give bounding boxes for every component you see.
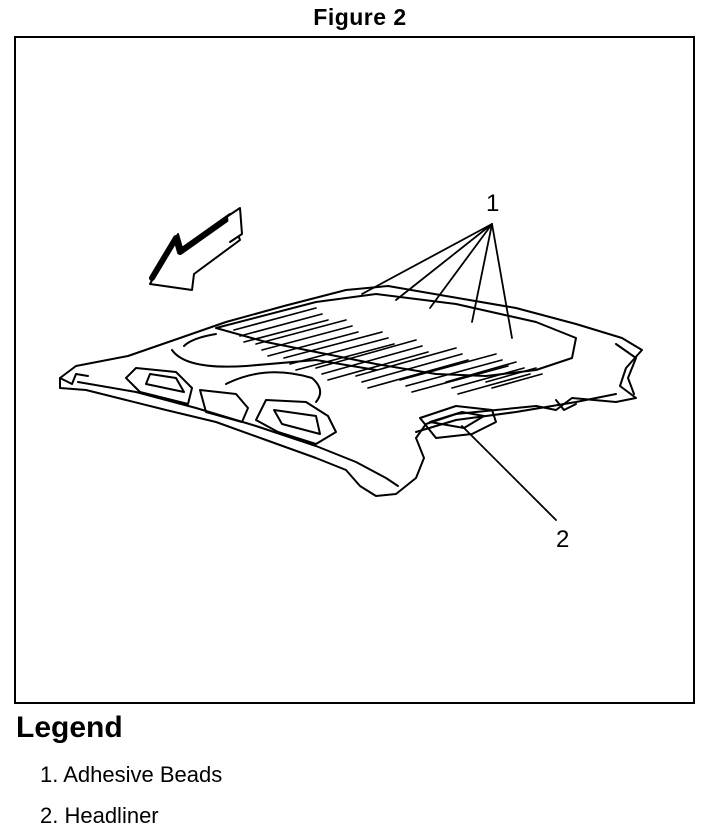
adhesive-beads (233, 307, 543, 395)
figure-title: Figure 2 (313, 4, 407, 30)
legend-item-adhesive-beads: 1. Adhesive Beads (40, 762, 223, 787)
headliner-visor-recess (419, 405, 497, 439)
headliner-illustration (59, 207, 643, 521)
headliner-outline (59, 285, 643, 497)
callout-2-leader (461, 425, 557, 521)
legend-item-headliner: 2. Headliner (40, 803, 159, 828)
figure-frame: 1 2 (14, 36, 695, 704)
callout-label-2: 2 (556, 526, 570, 553)
callout-label-1: 1 (486, 190, 500, 217)
callout-1-leaders (361, 223, 513, 339)
front-direction-arrow-icon (149, 207, 243, 291)
legend-title: Legend (16, 711, 123, 744)
